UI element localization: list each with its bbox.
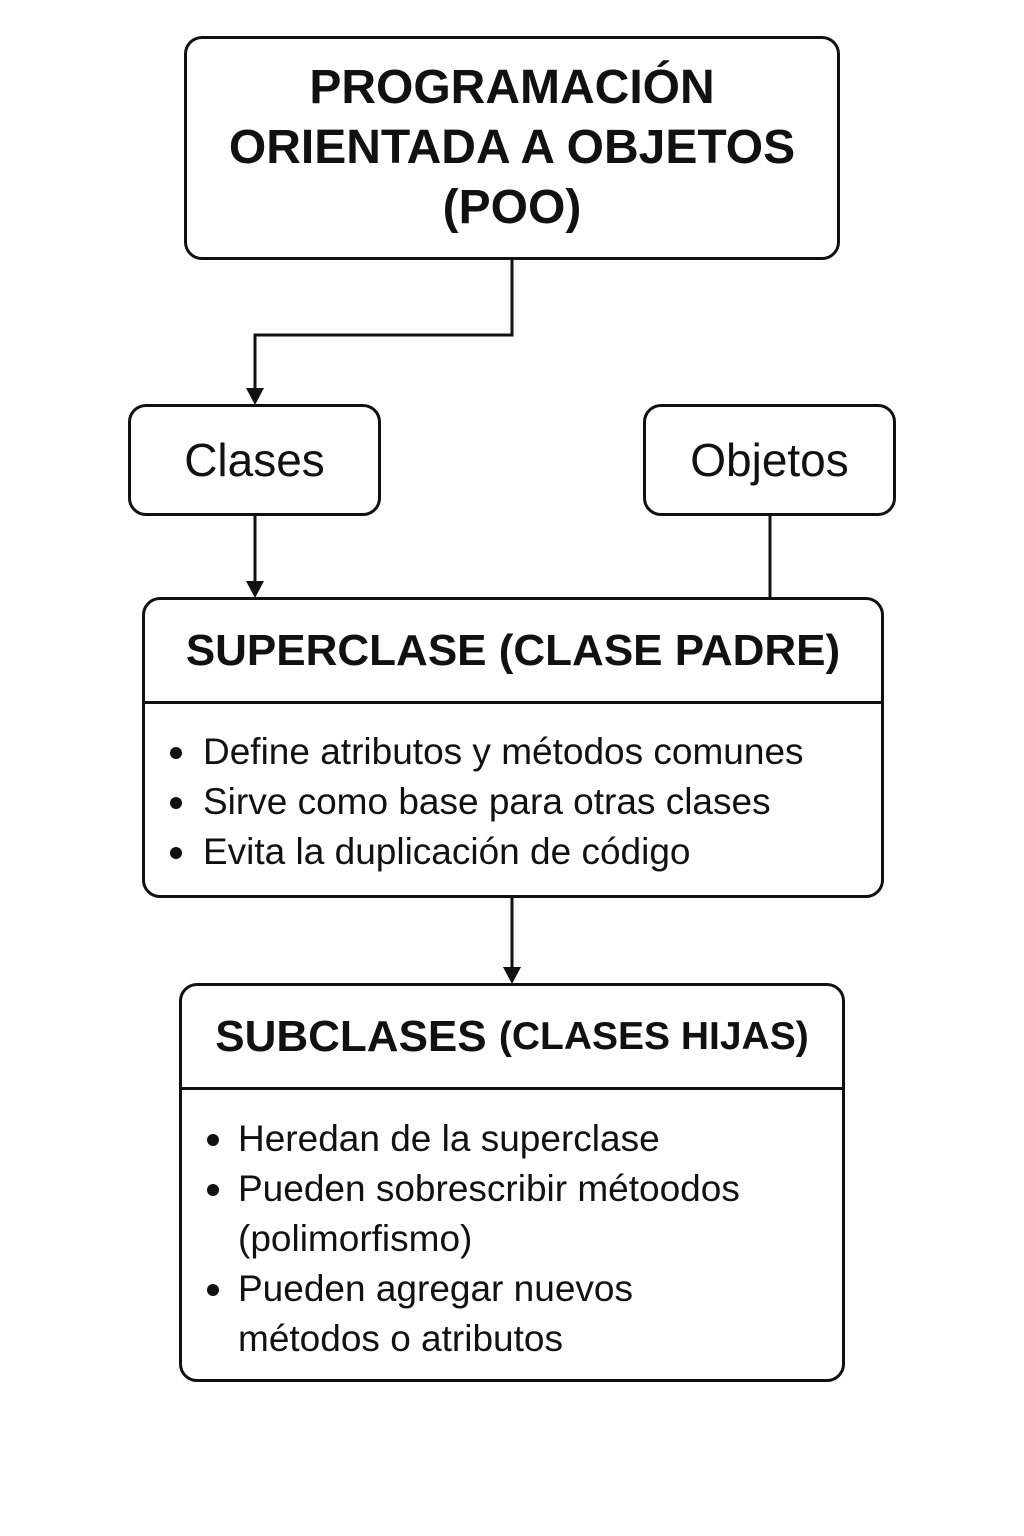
connector-poo-to-clases bbox=[253, 260, 514, 390]
clases-label: Clases bbox=[184, 434, 325, 486]
subclases-item: Pueden sobrescribir métoodos (polimorfis… bbox=[182, 1164, 842, 1264]
superclase-item: Sirve como base para otras clases bbox=[145, 777, 881, 827]
clases-box: Clases bbox=[128, 404, 381, 516]
poo-root-box: PROGRAMACIÓN ORIENTADA A OBJETOS (POO) bbox=[184, 36, 840, 260]
subclases-item-line: (polimorfismo) bbox=[238, 1218, 473, 1259]
subclases-box: SUBCLASES (CLASES HIJAS) Heredan de la s… bbox=[179, 983, 845, 1382]
subclases-item: Pueden agregar nuevos métodos o atributo… bbox=[182, 1264, 842, 1364]
superclase-item: Define atributos y métodos comunes bbox=[145, 727, 881, 777]
superclase-box: SUPERCLASE (CLASE PADRE) Define atributo… bbox=[142, 597, 884, 898]
subclases-list: Heredan de la superclase Pueden sobrescr… bbox=[182, 1090, 842, 1364]
poo-title-line-1: PROGRAMACIÓN bbox=[309, 61, 715, 114]
superclase-list: Define atributos y métodos comunes Sirve… bbox=[145, 704, 881, 877]
objetos-box: Objetos bbox=[643, 404, 896, 516]
superclase-item: Evita la duplicación de código bbox=[145, 827, 881, 877]
poo-title-line-3: (POO) bbox=[442, 181, 582, 234]
subclases-title-paren: (CLASES HIJAS) bbox=[498, 1014, 809, 1058]
superclase-title: SUPERCLASE (CLASE PADRE) bbox=[145, 600, 881, 704]
objetos-label: Objetos bbox=[690, 434, 849, 486]
subclases-item-line: Pueden agregar nuevos bbox=[238, 1268, 633, 1309]
subclases-title: SUBCLASES (CLASES HIJAS) bbox=[182, 986, 842, 1090]
subclases-item-line: Heredan de la superclase bbox=[238, 1118, 660, 1159]
arrowhead-clases bbox=[246, 388, 264, 405]
arrowhead-superclase bbox=[246, 581, 264, 598]
poo-title-line-2: ORIENTADA A OBJETOS bbox=[228, 121, 796, 174]
subclases-title-main: SUBCLASES bbox=[215, 1011, 487, 1061]
arrowhead-subclases bbox=[503, 967, 521, 984]
subclases-item-line: métodos o atributos bbox=[238, 1318, 563, 1359]
subclases-item-line: Pueden sobrescribir métoodos bbox=[238, 1168, 740, 1209]
subclases-item: Heredan de la superclase bbox=[182, 1114, 842, 1164]
